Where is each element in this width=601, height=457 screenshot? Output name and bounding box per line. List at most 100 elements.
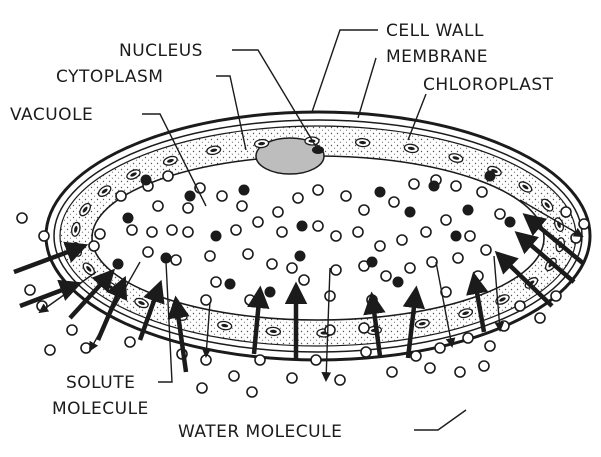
water-molecule <box>479 361 489 371</box>
solute-molecule <box>239 185 250 196</box>
water-molecule <box>359 205 369 215</box>
solute-molecule <box>451 231 462 242</box>
water-molecule <box>287 373 297 383</box>
water-molecule <box>229 371 239 381</box>
label-cell-wall: CELL WALL <box>386 21 484 41</box>
water-molecule <box>243 249 253 259</box>
solute-molecule <box>141 175 152 186</box>
label-solute-line2: MOLECULE <box>52 399 149 419</box>
solute-molecule <box>225 279 236 290</box>
label-chloroplast: CHLOROPLAST <box>423 75 554 95</box>
water-molecule <box>359 323 369 333</box>
solute-molecule <box>265 287 276 298</box>
water-molecule <box>427 257 437 267</box>
water-molecule <box>171 255 181 265</box>
water-molecule <box>389 197 399 207</box>
water-molecule <box>313 185 323 195</box>
water-molecule <box>515 301 525 311</box>
water-molecule <box>205 251 215 261</box>
water-molecule <box>37 301 47 311</box>
solute-molecule <box>375 187 386 198</box>
water-molecule <box>183 227 193 237</box>
water-molecule <box>477 187 487 197</box>
water-molecule <box>153 201 163 211</box>
water-molecule <box>331 231 341 241</box>
water-molecule <box>405 263 415 273</box>
water-molecule <box>217 191 227 201</box>
solute-molecule <box>123 213 134 224</box>
water-molecule <box>147 227 157 237</box>
leader-chloroplast <box>408 94 426 140</box>
chloroplast <box>355 138 370 147</box>
water-molecule <box>341 191 351 201</box>
leader-water <box>414 410 466 430</box>
water-molecule <box>45 345 55 355</box>
water-molecule <box>143 247 153 257</box>
water-molecule <box>89 241 99 251</box>
water-molecule <box>435 343 445 353</box>
water-molecule <box>411 351 421 361</box>
leader-cell-wall <box>312 30 378 112</box>
water-molecule <box>397 235 407 245</box>
solute-molecule <box>405 207 416 218</box>
water-molecule <box>421 227 431 237</box>
water-molecule <box>67 325 77 335</box>
water-molecule <box>535 313 545 323</box>
water-molecule <box>273 207 283 217</box>
solute-molecule <box>185 191 196 202</box>
water-molecule <box>247 387 257 397</box>
water-molecule <box>237 201 247 211</box>
label-vacuole: VACUOLE <box>10 105 93 125</box>
chloroplast <box>266 327 281 336</box>
solute-molecule <box>429 181 440 192</box>
water-molecule <box>197 383 207 393</box>
solute-molecule <box>295 251 306 262</box>
water-molecule <box>293 193 303 203</box>
water-molecule <box>253 217 263 227</box>
water-molecule <box>311 355 321 365</box>
solute-molecule <box>367 257 378 268</box>
water-molecule <box>451 181 461 191</box>
water-molecule <box>465 231 475 241</box>
water-molecule <box>81 343 91 353</box>
water-molecule <box>485 341 495 351</box>
water-molecule <box>561 207 571 217</box>
water-molecule <box>353 227 363 237</box>
water-molecule <box>255 355 265 365</box>
solute-molecule <box>463 205 474 216</box>
solute-molecule <box>113 259 124 270</box>
water-molecule <box>375 241 385 251</box>
water-molecule <box>116 191 126 201</box>
water-molecule <box>125 337 135 347</box>
water-molecule <box>335 375 345 385</box>
water-molecule <box>325 325 335 335</box>
label-solute-line1: SOLUTE <box>66 373 135 393</box>
water-molecule <box>551 291 561 301</box>
water-molecule <box>381 271 391 281</box>
solute-molecule <box>505 217 516 228</box>
water-molecule <box>95 229 105 239</box>
water-molecule <box>441 215 451 225</box>
water-molecule <box>201 355 211 365</box>
solute-molecule <box>297 221 308 232</box>
water-molecule <box>287 263 297 273</box>
water-molecule <box>25 285 35 295</box>
water-molecule <box>409 179 419 189</box>
water-molecule <box>387 367 397 377</box>
label-cytoplasm: CYTOPLASM <box>56 67 163 87</box>
water-molecule <box>127 225 137 235</box>
water-molecule <box>361 347 371 357</box>
water-molecule <box>331 265 341 275</box>
water-molecule <box>313 221 323 231</box>
label-water-molecule: WATER MOLECULE <box>178 422 342 442</box>
label-membrane: MEMBRANE <box>386 47 488 67</box>
water-molecule <box>167 225 177 235</box>
water-molecule <box>299 275 309 285</box>
solute-molecule <box>485 171 496 182</box>
water-molecule <box>245 295 255 305</box>
water-molecule <box>455 367 465 377</box>
solute-molecule <box>393 277 404 288</box>
water-molecule <box>495 209 505 219</box>
